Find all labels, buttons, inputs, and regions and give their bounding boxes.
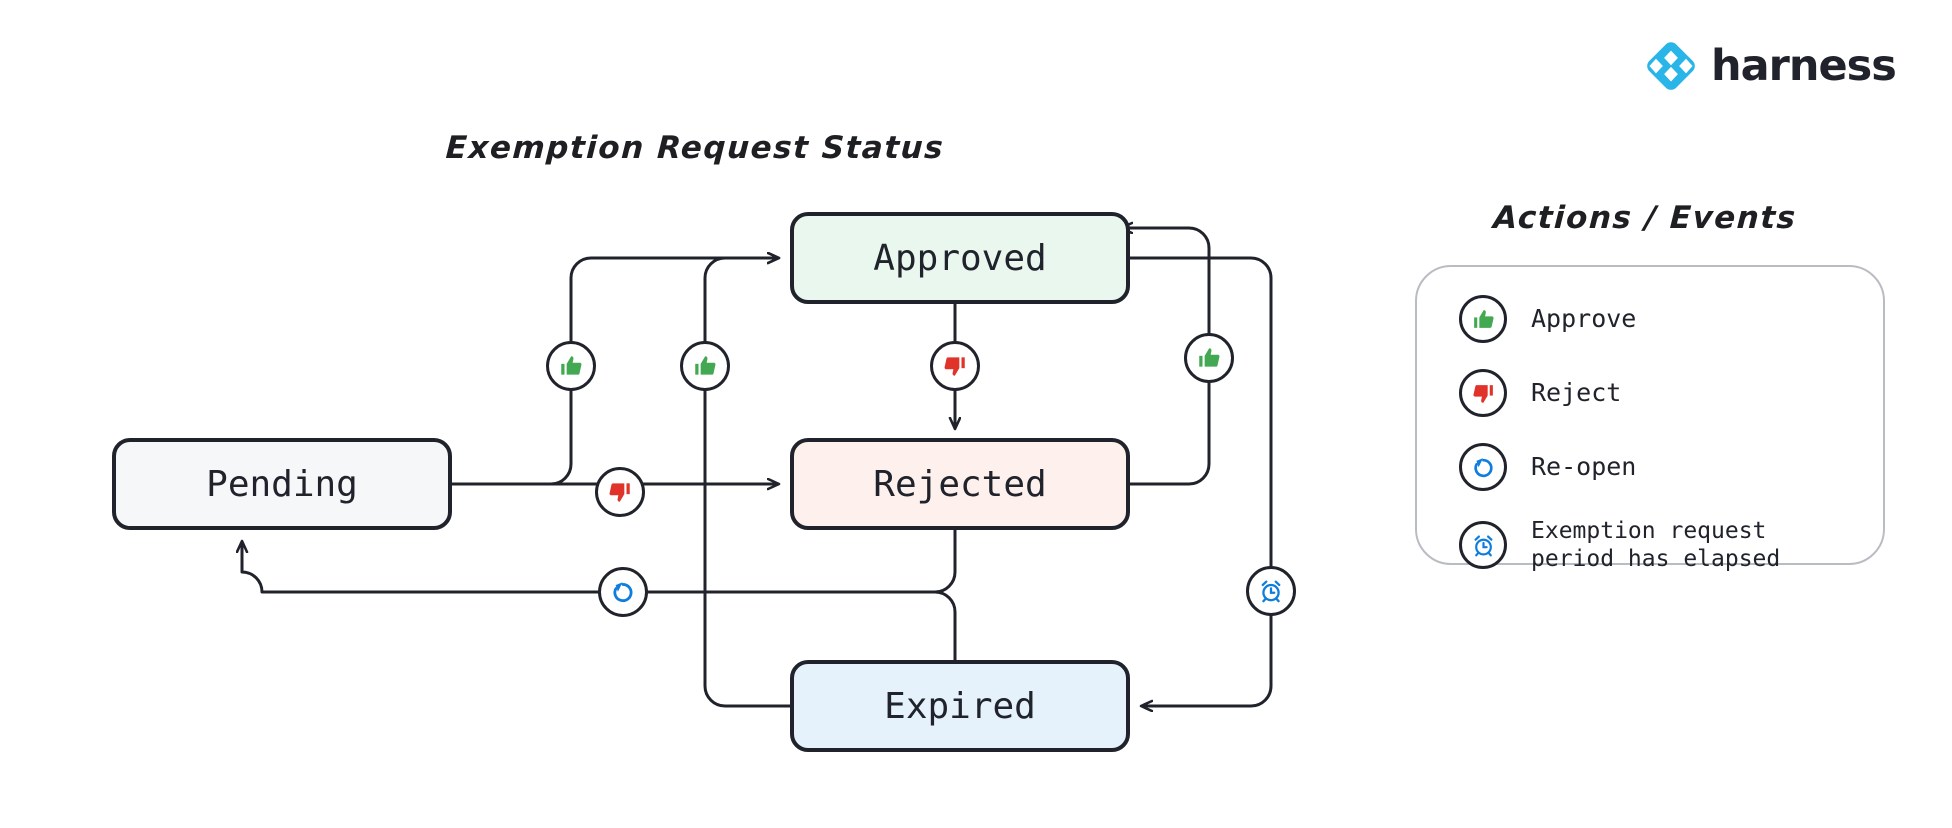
edge-expired-approved: [703, 258, 792, 708]
reopen-icon: [613, 582, 633, 603]
state-label-pending: Pending: [206, 463, 358, 505]
legend-label-approve: Approve: [1531, 303, 1637, 333]
alarm-clock-icon: [1459, 521, 1507, 570]
thumbs-down-icon: [944, 357, 965, 376]
thumbs-up-icon: [695, 356, 716, 375]
edge-badge-expired-approved[interactable]: [680, 341, 730, 391]
state-label-approved: Approved: [873, 237, 1047, 279]
edge-badge-approved-expired[interactable]: [1246, 566, 1296, 616]
state-label-expired: Expired: [884, 685, 1036, 727]
legend-item-reject: Reject: [1417, 369, 1883, 417]
brand-wordmark: harness: [1711, 40, 1897, 91]
legend-item-reopen: Re-open: [1417, 443, 1883, 491]
alarm-clock-icon: [1261, 580, 1281, 603]
legend-label-reopen: Re-open: [1531, 451, 1637, 481]
state-node-expired[interactable]: Expired: [790, 660, 1130, 752]
state-node-pending[interactable]: Pending: [112, 438, 452, 530]
legend-label-elapsed: Exemption request period has elapsed: [1531, 518, 1781, 573]
edge-badge-reopen[interactable]: [598, 567, 648, 617]
legend-label-reject: Reject: [1531, 377, 1622, 407]
thumbs-down-icon: [609, 483, 630, 502]
state-node-rejected[interactable]: Rejected: [790, 438, 1130, 530]
edge-badge-pending-rejected[interactable]: [595, 467, 645, 517]
harness-diamond-logo-icon: [1647, 42, 1695, 90]
thumbs-up-icon: [1199, 348, 1220, 367]
edge-badge-pending-approved[interactable]: [546, 341, 596, 391]
legend-item-approve: Approve: [1417, 295, 1883, 343]
edge-badge-rejected-approved[interactable]: [1184, 333, 1234, 383]
state-label-rejected: Rejected: [873, 463, 1047, 505]
edge-badge-approved-rejected[interactable]: [930, 341, 980, 391]
legend-panel: Approve Reject Re-open: [1415, 265, 1885, 572]
state-node-approved[interactable]: Approved: [790, 212, 1130, 304]
harness-logo: harness: [1645, 40, 1897, 92]
thumbs-down-icon: [1459, 369, 1507, 417]
reopen-icon: [1459, 443, 1507, 491]
edge-expired-reopen-stub: [933, 590, 957, 662]
legend-item-elapsed: Exemption request period has elapsed: [1417, 517, 1883, 573]
edge-approved-expired: [1128, 256, 1273, 706]
thumbs-up-icon: [1459, 295, 1507, 343]
thumbs-up-icon: [561, 356, 582, 375]
